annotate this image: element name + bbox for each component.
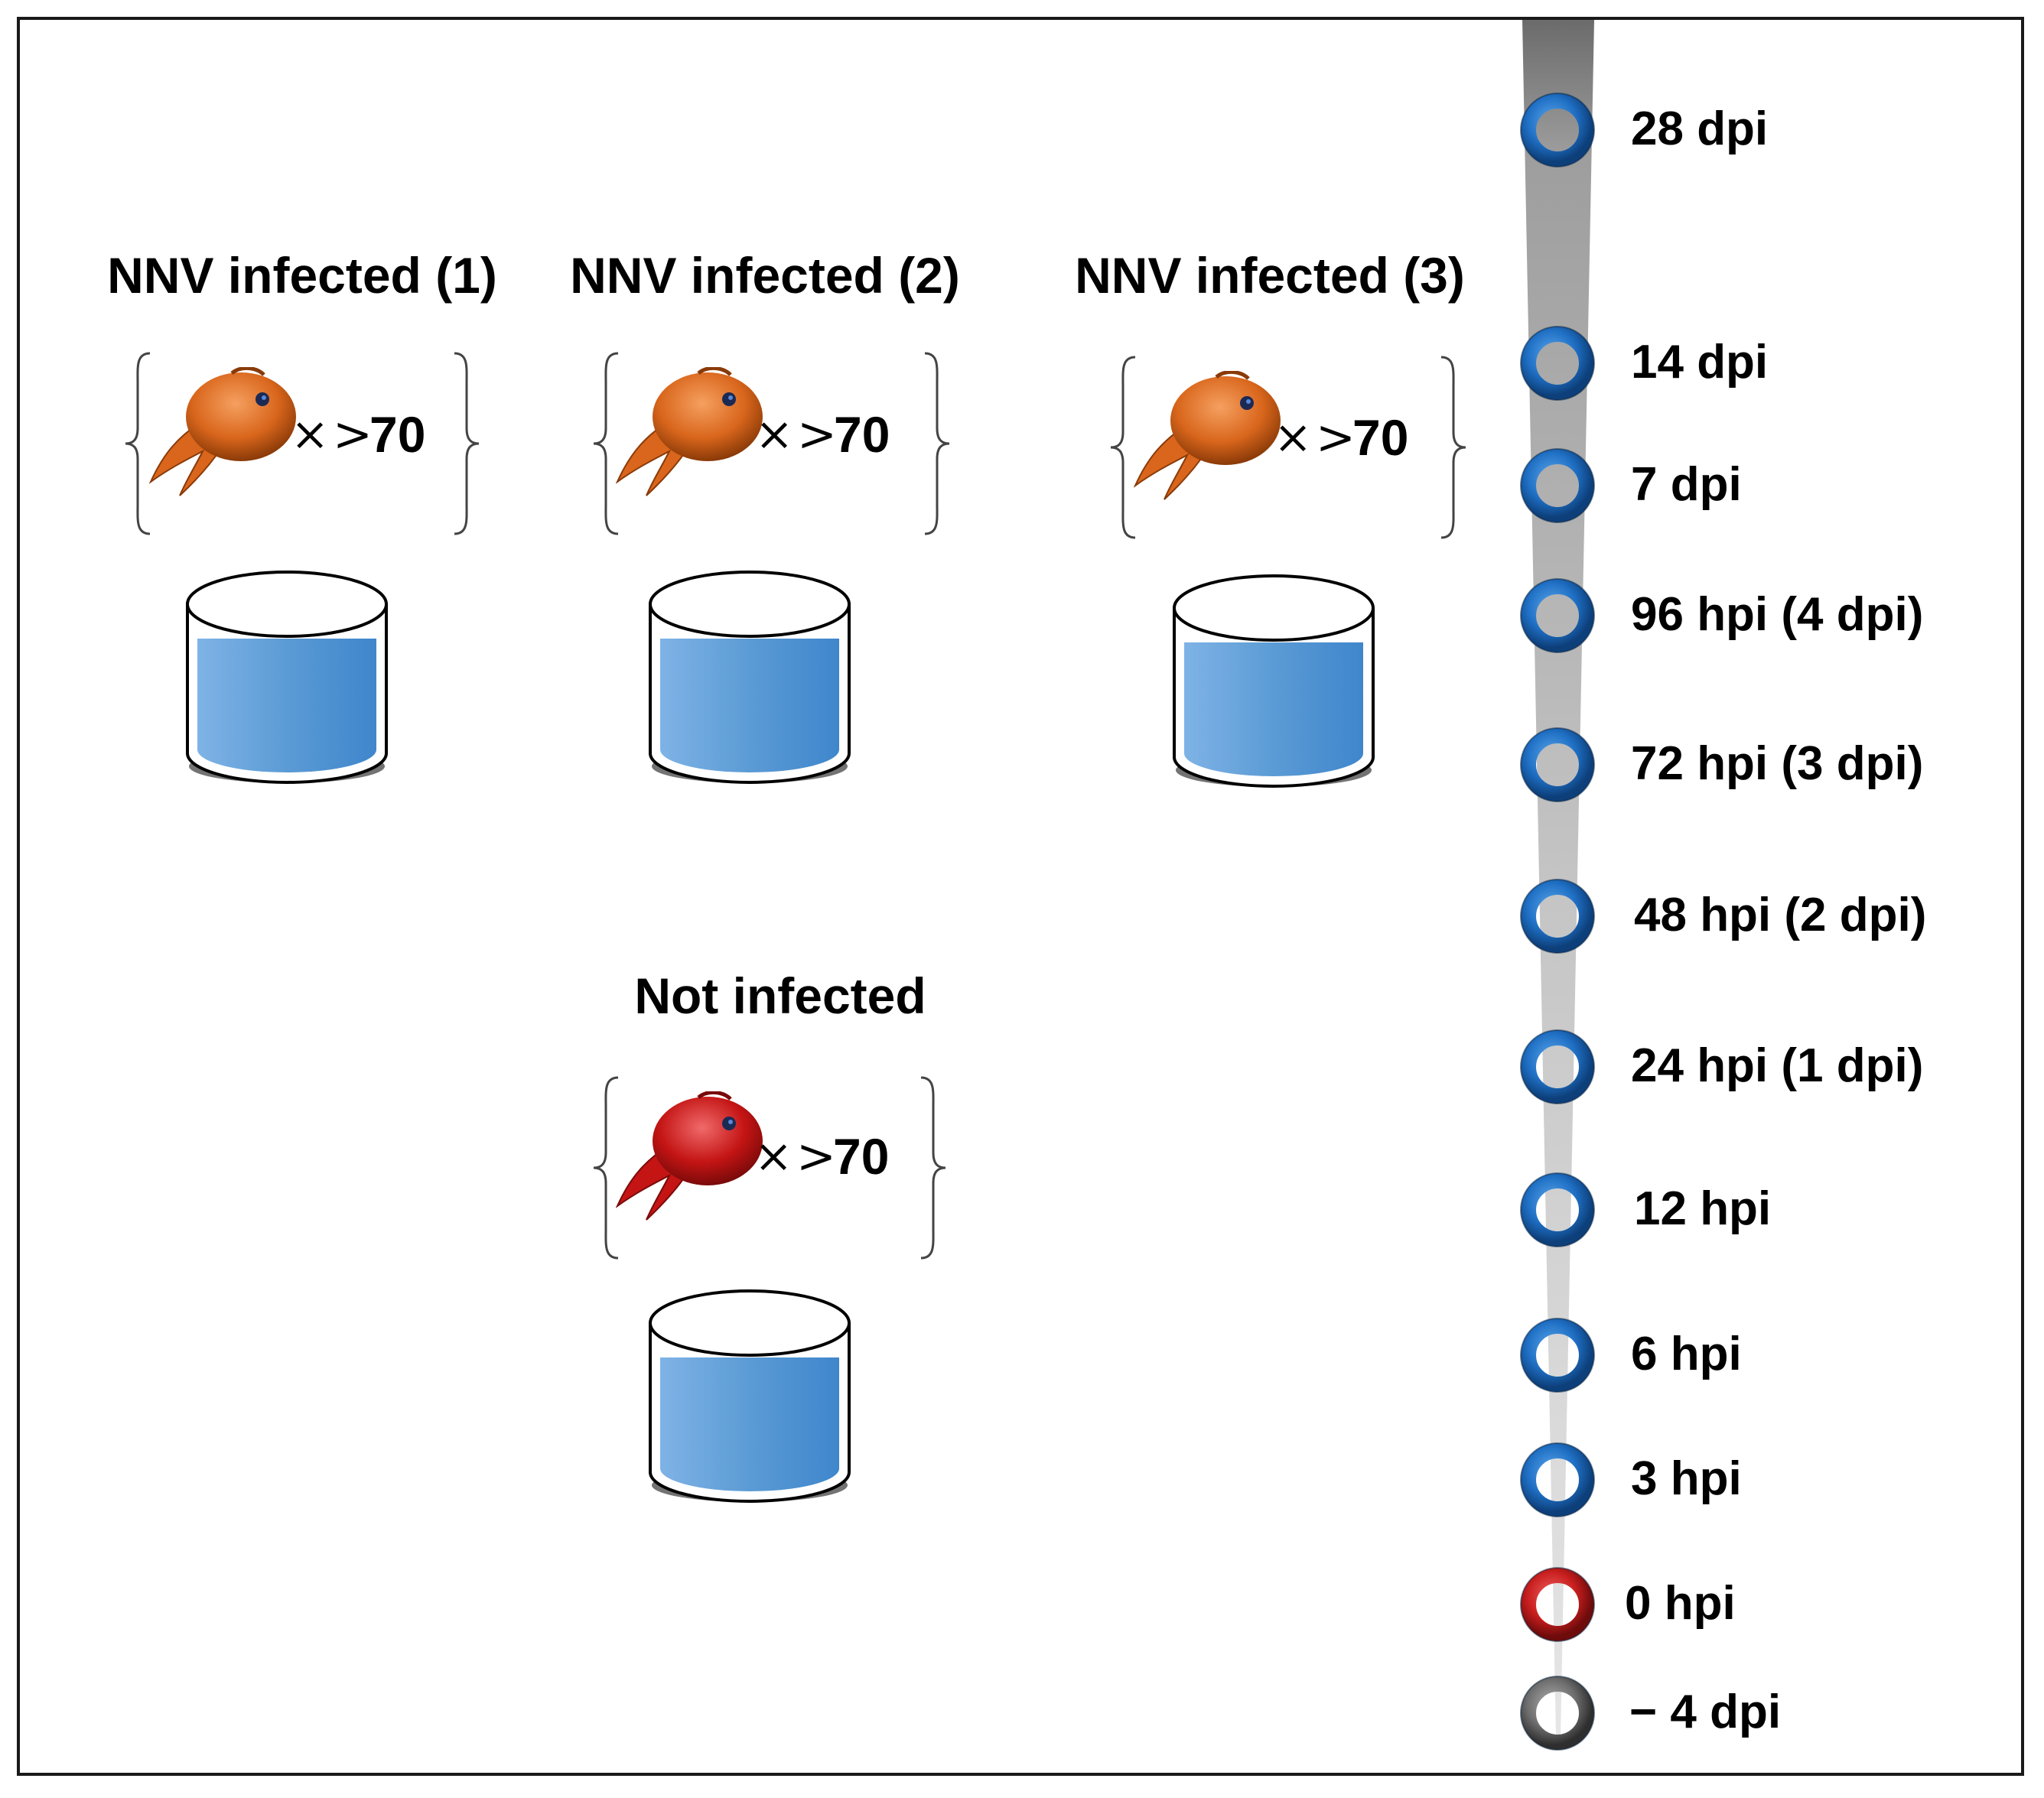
timepoint-label: 12 hpi [1634, 1182, 1772, 1235]
greater-than-sign: > [333, 406, 373, 462]
group-not-infected: Not infected × > 70 [551, 965, 1010, 1546]
figure-frame [17, 17, 2024, 1776]
multiplier-sign: × [754, 1130, 793, 1183]
fish-count: 70 [834, 406, 890, 463]
group-nnv-infected-2: NNV infected (2) × > 70 [535, 245, 994, 826]
group-title: NNV infected (2) [570, 247, 960, 304]
orange-fish-icon [149, 367, 296, 496]
left-brace-icon [1110, 356, 1136, 539]
red-fish-icon [616, 1091, 763, 1221]
timepoint-label: 14 dpi [1631, 336, 1769, 389]
group-title: NNV infected (3) [1075, 247, 1465, 304]
timepoint-label: 96 hpi (4 dpi) [1631, 588, 1924, 641]
fish-count: 70 [1352, 409, 1409, 466]
tank-icon [649, 571, 851, 784]
left-brace-icon [125, 352, 151, 535]
right-brace-icon [454, 352, 480, 535]
orange-fish-icon [616, 367, 763, 496]
tank-icon [649, 1289, 851, 1503]
timepoint-label: 0 hpi [1625, 1577, 1736, 1630]
timepoint-label: 24 hpi (1 dpi) [1631, 1039, 1924, 1092]
multiplier-sign: × [291, 408, 330, 461]
right-brace-icon [1440, 356, 1466, 539]
right-brace-icon [920, 1076, 946, 1260]
multiplier-sign: × [1274, 411, 1313, 464]
group-nnv-infected-1: NNV infected (1) × > 70 [73, 245, 532, 826]
multiplier-sign: × [755, 408, 794, 461]
timepoint-label: 6 hpi [1631, 1328, 1742, 1380]
timepoint-label: 48 hpi (2 dpi) [1634, 889, 1927, 941]
left-brace-icon [593, 352, 619, 535]
timepoint-label: 7 dpi [1631, 458, 1742, 511]
timepoint-label: 72 hpi (3 dpi) [1631, 737, 1924, 790]
tank-icon [186, 571, 388, 784]
tank-icon [1173, 574, 1375, 788]
fish-count: 70 [369, 406, 426, 463]
right-brace-icon [924, 352, 950, 535]
greater-than-sign: > [1316, 409, 1356, 465]
timepoint-label: − 4 dpi [1629, 1686, 1782, 1738]
fish-count: 70 [833, 1128, 890, 1185]
group-title: Not infected [634, 967, 926, 1024]
left-brace-icon [593, 1076, 619, 1260]
greater-than-sign: > [796, 1128, 836, 1184]
timepoint-label: 3 hpi [1631, 1452, 1742, 1505]
group-nnv-infected-3: NNV infected (3) × > 70 [1040, 245, 1499, 826]
greater-than-sign: > [797, 406, 837, 462]
orange-fish-icon [1134, 371, 1281, 500]
timepoint-label: 28 dpi [1631, 102, 1769, 155]
group-title: NNV infected (1) [107, 247, 497, 304]
